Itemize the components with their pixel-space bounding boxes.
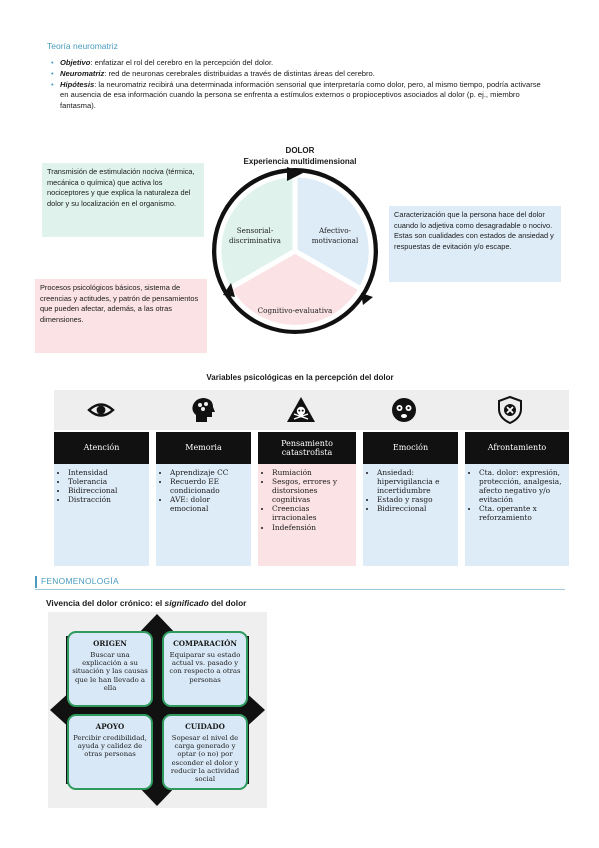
bullet-term: Objetivo	[60, 58, 91, 67]
bullet-term: Neuromatriz	[60, 69, 105, 78]
head-brain-icon	[192, 398, 215, 422]
header-emocion: Emoción	[363, 432, 458, 464]
quad-text: Sopesar el nivel de carga generado y opt…	[170, 734, 240, 784]
bullet-term: Hipótesis	[60, 80, 95, 89]
icon-band	[54, 390, 569, 430]
shield-x-icon	[498, 395, 522, 425]
bullet-dot: •	[51, 58, 54, 67]
label-sensorial-1: Sensorial-	[237, 226, 274, 235]
dolor-cycle-diagram: Sensorial- discriminativa Afectivo- moti…	[212, 167, 378, 334]
quad-text: Percibir credibilidad, ayuda y calidez d…	[73, 734, 147, 759]
quad-apoyo: APOYO Percibir credibilidad, ayuda y cal…	[67, 714, 153, 790]
section-title-neuromatriz: Teoría neuromatriz	[47, 41, 118, 51]
warning-skull-icon	[287, 397, 315, 422]
bullet-dot: •	[51, 80, 54, 89]
list-item: Aprendizaje CC	[170, 468, 247, 477]
dolor-subtitle: Experiencia multidimensional	[243, 157, 357, 166]
note-afectivo: Caracterización que la persona hace del …	[389, 206, 561, 282]
list-item: Rumiación	[272, 468, 352, 477]
bullet-text: : enfatizar el rol del cerebro en la per…	[90, 58, 274, 67]
bullet-text: : red de neuronas cerebrales distribuida…	[104, 69, 375, 78]
list-item: Ansiedad: hipervigilancia e incertidumbr…	[377, 468, 454, 495]
list-item: Tolerancia	[68, 477, 145, 486]
label-sensorial-2: discriminativa	[229, 236, 282, 245]
quad-comparacion: COMPARACIÓN Equiparar su estado actual v…	[162, 631, 248, 707]
arrow-head-right-icon	[361, 293, 373, 305]
column-afrontamiento: Cta. dolor: expresión, protección, analg…	[465, 464, 569, 566]
list-item: Creencias irracionales	[272, 504, 352, 522]
vivencia-title: Vivencia del dolor crónico: el significa…	[46, 598, 246, 608]
segment-cognitivo	[225, 248, 365, 330]
bullet-text: : la neuromatriz recibirá una determinad…	[60, 80, 541, 110]
quad-origen: ORIGEN Buscar una explicación a su situa…	[67, 631, 153, 707]
quad-title: COMPARACIÓN	[173, 639, 237, 648]
arrow-head-top-icon	[287, 167, 303, 181]
column-atencion: Intensidad Tolerancia Bidireccional Dist…	[54, 464, 149, 566]
section-title-fenomenologia: FENOMENOLOGÍA	[41, 576, 119, 586]
header-afrontamiento: Afrontamiento	[465, 432, 569, 464]
label-afectivo-1: Afectivo-	[318, 226, 352, 235]
list-item: Indefensión	[272, 523, 352, 532]
quad-cuidado: CUIDADO Sopesar el nivel de carga genera…	[162, 714, 248, 790]
list-item: AVE: dolor emocional	[170, 495, 247, 513]
label-cognitivo: Cognitivo-evaluativa	[258, 306, 333, 315]
quad-text: Equiparar su estado actual vs. pasado y …	[169, 651, 241, 684]
column-emocion: Ansiedad: hipervigilancia e incertidumbr…	[363, 464, 458, 566]
quad-title: APOYO	[95, 722, 125, 731]
eye-icon	[87, 403, 115, 417]
anxious-face-icon	[392, 398, 416, 422]
label-afectivo-2: motivacional	[312, 236, 359, 245]
vivencia-suffix: del dolor	[208, 598, 247, 608]
list-item: Intensidad	[68, 468, 145, 477]
section-header-bar	[35, 575, 565, 590]
list-item: Bidireccional	[68, 486, 145, 495]
column-memoria: Aprendizaje CC Recuerdo EE condicionado …	[156, 464, 251, 566]
list-item: Estado y rasgo	[377, 495, 454, 504]
vivencia-emphasis: significado	[164, 598, 209, 608]
list-item: Distracción	[68, 495, 145, 504]
header-memoria: Memoria	[156, 432, 251, 464]
list-item: Recuerdo EE condicionado	[170, 477, 247, 495]
vivencia-prefix: Vivencia del dolor crónico: el	[46, 598, 165, 608]
header-atencion: Atención	[54, 432, 149, 464]
variables-title: Variables psicológicas en la percepción …	[206, 373, 394, 382]
quad-title: ORIGEN	[93, 639, 127, 648]
column-pensamiento: Rumiación Sesgos, errores y distorsiones…	[258, 464, 356, 566]
quad-title: CUIDADO	[185, 722, 225, 731]
bullet-neuromatriz: • Neuromatriz: red de neuronas cerebrale…	[51, 69, 541, 79]
header-pensamiento: Pensamiento catastrofista	[258, 432, 356, 464]
bullet-dot: •	[51, 69, 54, 78]
note-sensorial: Transmisión de estimulación nociva (térm…	[42, 163, 204, 237]
arrow-head-left-icon	[223, 283, 235, 297]
note-cognitivo: Procesos psicológicos básicos, sistema d…	[35, 279, 207, 353]
list-item: Cta. dolor: expresión, protección, analg…	[479, 468, 565, 504]
list-item: Sesgos, errores y distorsiones cognitiva…	[272, 477, 352, 504]
bullet-hipotesis: • Hipótesis: la neuromatriz recibirá una…	[51, 80, 541, 111]
list-item: Bidireccional	[377, 504, 454, 513]
list-item: Cta. operante x reforzamiento	[479, 504, 565, 522]
section-header-accent	[35, 576, 37, 588]
quad-text: Buscar una explicación a su situación y …	[72, 651, 148, 692]
bullet-objetivo: • Objetivo: enfatizar el rol del cerebro…	[51, 58, 541, 68]
dolor-title: DOLOR	[285, 146, 315, 155]
